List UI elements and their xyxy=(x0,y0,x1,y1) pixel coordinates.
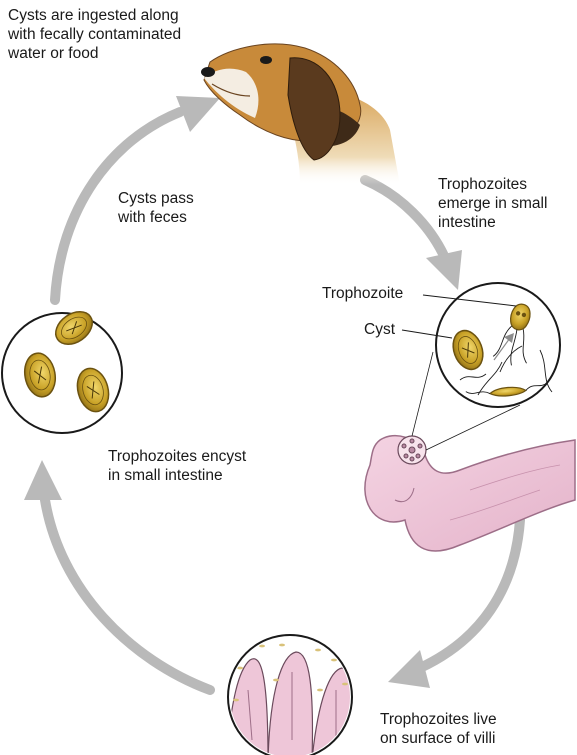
label-line: with feces xyxy=(118,208,194,227)
label-line: in small intestine xyxy=(108,466,246,485)
cycle-arrow-head xyxy=(24,460,62,500)
trophozoite-circle xyxy=(402,283,560,407)
label-trophozoites-encyst: Trophozoites encyst in small intestine xyxy=(108,447,246,485)
label-line: emerge in small xyxy=(438,194,547,213)
label-line: Trophozoites encyst xyxy=(108,447,246,466)
label-cyst: Cyst xyxy=(364,320,395,339)
cycle-arrow-head xyxy=(388,650,430,688)
label-ingestion: Cysts are ingested along with fecally co… xyxy=(8,6,181,63)
dog-nose xyxy=(201,67,215,77)
label-trophozoites-villi: Trophozoites live on surface of villi xyxy=(380,710,497,748)
cycle-arrow xyxy=(365,180,445,258)
label-trophozoite: Trophozoite xyxy=(322,284,403,303)
label-line: Cysts pass xyxy=(118,189,194,208)
label-line: intestine xyxy=(438,213,547,232)
label-line: with fecally contaminated xyxy=(8,25,181,44)
cysts-circle xyxy=(2,305,122,433)
label-line: on surface of villi xyxy=(380,729,497,748)
label-line: Trophozoites live xyxy=(380,710,497,729)
cycle-arrow xyxy=(45,500,210,690)
dog-eye xyxy=(260,56,272,64)
cycle-arrow-head xyxy=(426,250,462,290)
label-line: water or food xyxy=(8,44,181,63)
label-line: Trophozoites xyxy=(438,175,547,194)
label-trophozoites-emerge: Trophozoites emerge in small intestine xyxy=(438,175,547,232)
label-line: Cysts are ingested along xyxy=(8,6,181,25)
label-line: Trophozoite xyxy=(322,284,403,303)
villi-circle xyxy=(225,635,354,755)
dog-head-illustration xyxy=(201,44,400,185)
label-cysts-pass: Cysts pass with feces xyxy=(118,189,194,227)
label-line: Cyst xyxy=(364,320,395,339)
